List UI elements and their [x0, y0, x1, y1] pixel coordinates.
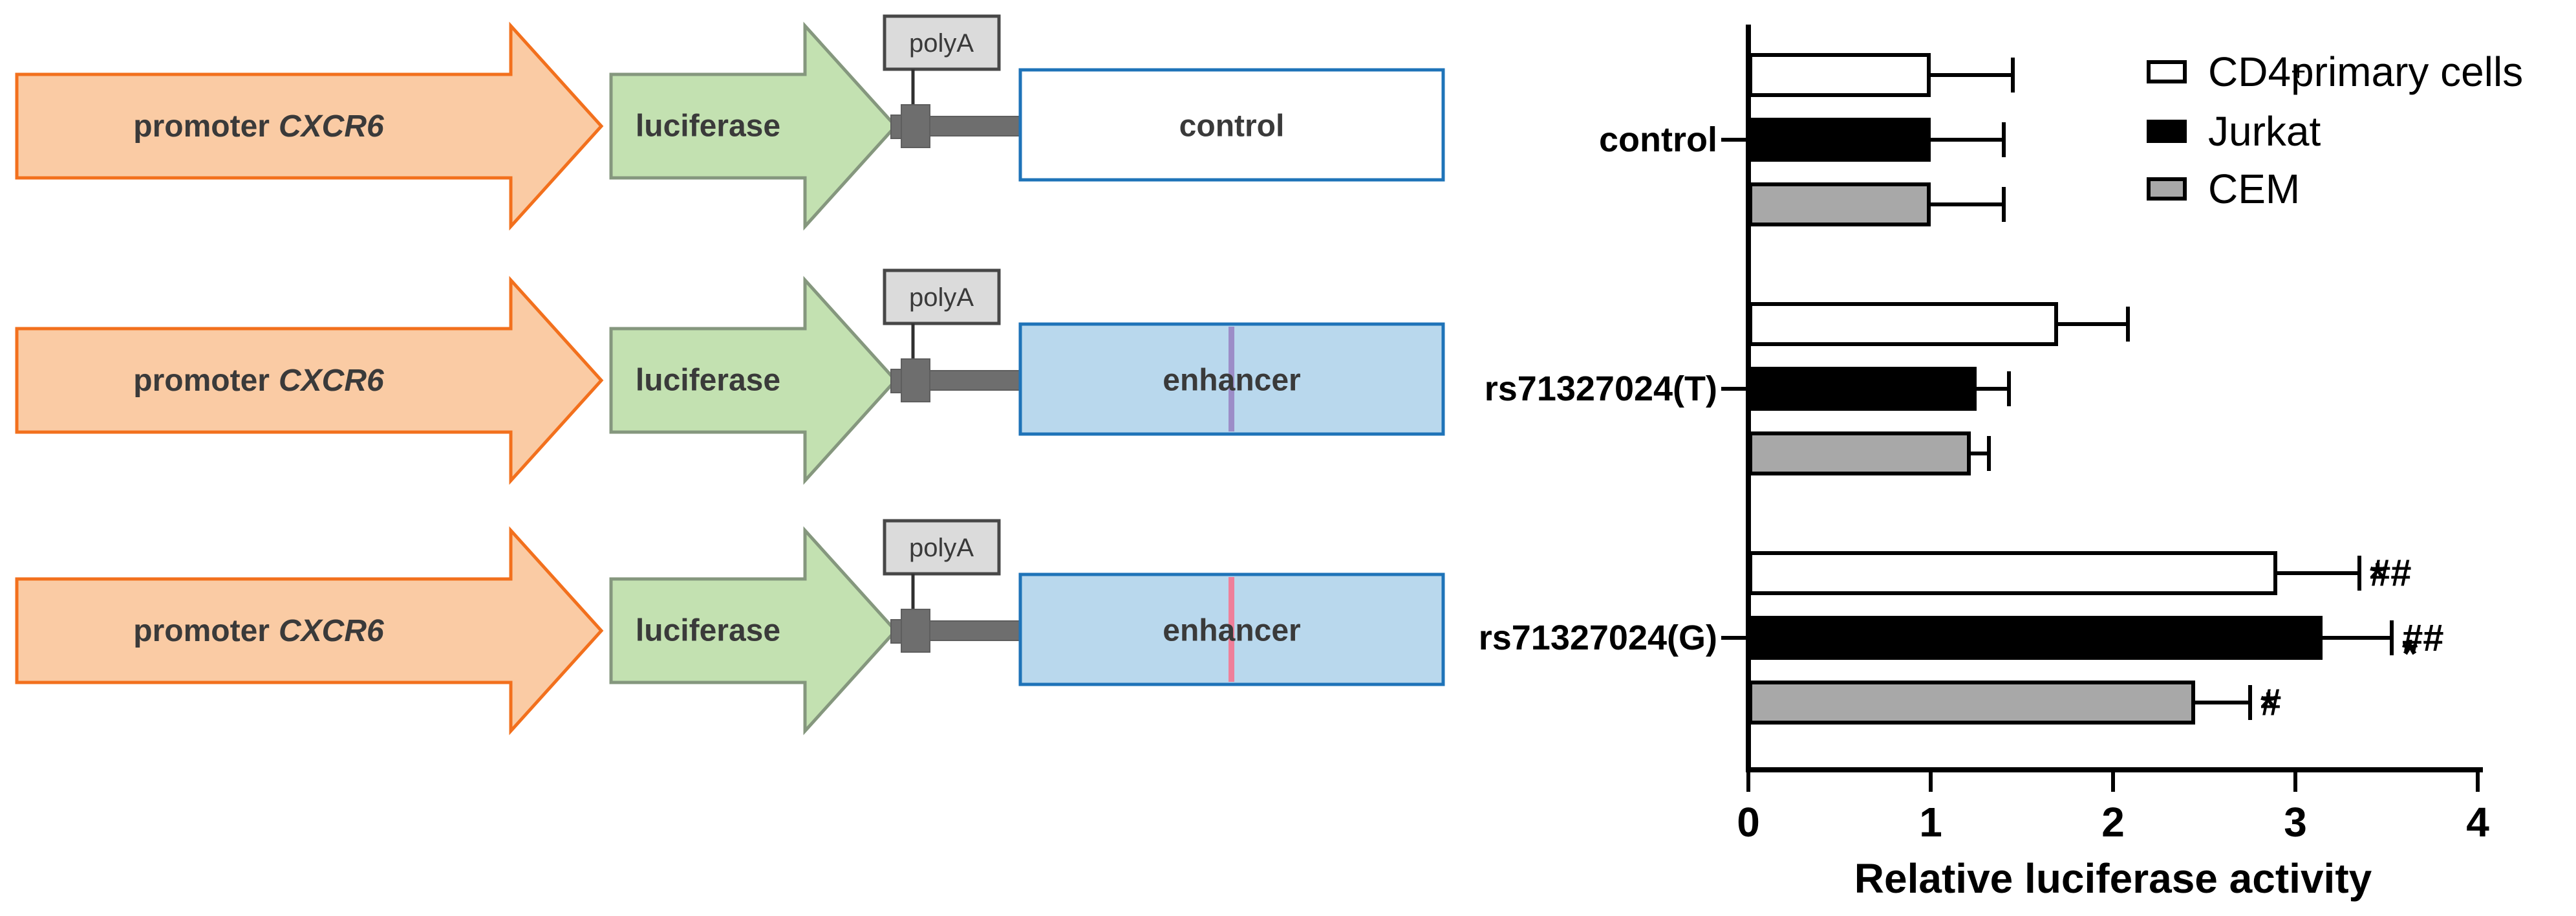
- x-tick-label: 3: [2284, 799, 2307, 845]
- hash-mark: ##: [2402, 616, 2444, 659]
- hash-mark: #: [2260, 681, 2282, 724]
- luciferase-label: luciferase: [636, 364, 780, 398]
- x-axis: [1746, 767, 2483, 772]
- error-bar-cd4-primary-cells-control: [1929, 73, 2013, 77]
- bar-cd4-primary-cells-rs71327024-g: [1748, 551, 2277, 595]
- bar-cem-rs71327024-g: [1748, 681, 2195, 725]
- legend-swatch-cem: [2147, 177, 2187, 201]
- significance-annotation-cd4-primary-cells: *##: [2370, 551, 2412, 600]
- connector-block: [901, 358, 930, 402]
- luciferase-arrow: [609, 276, 898, 485]
- category-label-control: control: [1599, 120, 1717, 159]
- promoter-arrow: [15, 526, 604, 736]
- promoter-arrow: [15, 21, 604, 231]
- error-cap: [2248, 685, 2252, 720]
- connector-block: [901, 609, 930, 653]
- legend-swatch-jurkat: [2147, 120, 2187, 143]
- snp-line-t: [1229, 327, 1234, 431]
- error-bar-cem-rs71327024-t: [1970, 452, 1989, 455]
- error-bar-cem-control: [1929, 202, 2004, 206]
- error-cap: [2126, 307, 2130, 342]
- luciferase-arrow: [609, 21, 898, 231]
- category-tick: [1721, 636, 1746, 640]
- legend-swatch-cd4-primary-cells: [2147, 60, 2187, 83]
- x-tick-label: 1: [1919, 799, 1942, 845]
- promoter-arrow: [15, 276, 604, 485]
- asterisk-mark: *: [2370, 555, 2386, 600]
- bar-jurkat-rs71327024-t: [1748, 367, 1977, 411]
- polya-box: [883, 519, 1001, 576]
- polya-box: [883, 14, 1001, 71]
- insert-box-label: enhancer: [1163, 364, 1300, 398]
- bar-cem-rs71327024-t: [1748, 431, 1971, 475]
- superscript-plus: +: [2291, 58, 2306, 86]
- x-axis-tick: [2111, 772, 2115, 792]
- error-cap: [2390, 620, 2394, 655]
- polya-label: polyA: [909, 534, 974, 562]
- connector-block: [901, 104, 930, 148]
- x-axis-title: Relative luciferase activity: [1854, 855, 2372, 902]
- bar-cd4-primary-cells-rs71327024-t: [1748, 302, 2058, 346]
- legend-label-cem: CEM: [2208, 166, 2301, 212]
- category-label-rs71327024-t: rs71327024(T): [1484, 369, 1717, 408]
- luciferase-label: luciferase: [636, 614, 780, 648]
- insert-box-control: [1018, 68, 1445, 182]
- significance-annotation-cem: *#: [2260, 680, 2281, 730]
- insert-box-label: control: [1179, 109, 1285, 144]
- x-tick-label: 4: [2466, 799, 2489, 845]
- bar-jurkat-rs71327024-g: [1748, 616, 2323, 660]
- error-bar-cd4-primary-cells-rs71327024-g: [2276, 571, 2359, 575]
- error-cap: [2002, 122, 2006, 157]
- polya-label: polyA: [909, 283, 974, 312]
- error-cap: [2357, 556, 2361, 591]
- legend-label-jurkat: Jurkat: [2208, 108, 2321, 155]
- snp-line-g: [1229, 577, 1234, 682]
- error-bar-jurkat-rs71327024-t: [1975, 387, 2010, 391]
- x-tick-label: 0: [1737, 799, 1760, 845]
- error-cap: [2007, 371, 2011, 406]
- x-axis-tick: [1929, 772, 1933, 792]
- error-bar-jurkat-rs71327024-g: [2321, 636, 2392, 640]
- polya-box: [883, 268, 1001, 325]
- polya-label: polyA: [909, 29, 974, 58]
- error-bar-jurkat-control: [1929, 138, 2004, 142]
- error-cap: [2002, 187, 2006, 222]
- insert-box-label: enhancer: [1163, 614, 1300, 648]
- error-cap: [1987, 436, 1991, 471]
- error-bar-cd4-primary-cells-rs71327024-t: [2057, 322, 2127, 326]
- bar-cem-control: [1748, 182, 1931, 226]
- bar-jurkat-control: [1748, 118, 1931, 162]
- x-axis-tick: [2293, 772, 2297, 792]
- x-axis-tick: [1746, 772, 1750, 792]
- category-tick: [1721, 138, 1746, 142]
- error-bar-cem-rs71327024-g: [2194, 701, 2250, 704]
- error-cap: [2011, 58, 2015, 93]
- x-tick-label: 2: [2101, 799, 2125, 845]
- linker-bar: [929, 370, 1022, 391]
- luciferase-label: luciferase: [636, 109, 780, 144]
- category-label-rs71327024-g: rs71327024(G): [1478, 618, 1717, 657]
- asterisk-mark: *: [2260, 684, 2277, 730]
- x-axis-tick: [2476, 772, 2480, 792]
- bar-cd4-primary-cells-control: [1748, 53, 1931, 97]
- legend-label-cd4-primary-cells: CD4+primary cells: [2208, 49, 2524, 95]
- category-tick: [1721, 387, 1746, 391]
- luciferase-arrow: [609, 526, 898, 736]
- hash-mark: ##: [2370, 552, 2412, 594]
